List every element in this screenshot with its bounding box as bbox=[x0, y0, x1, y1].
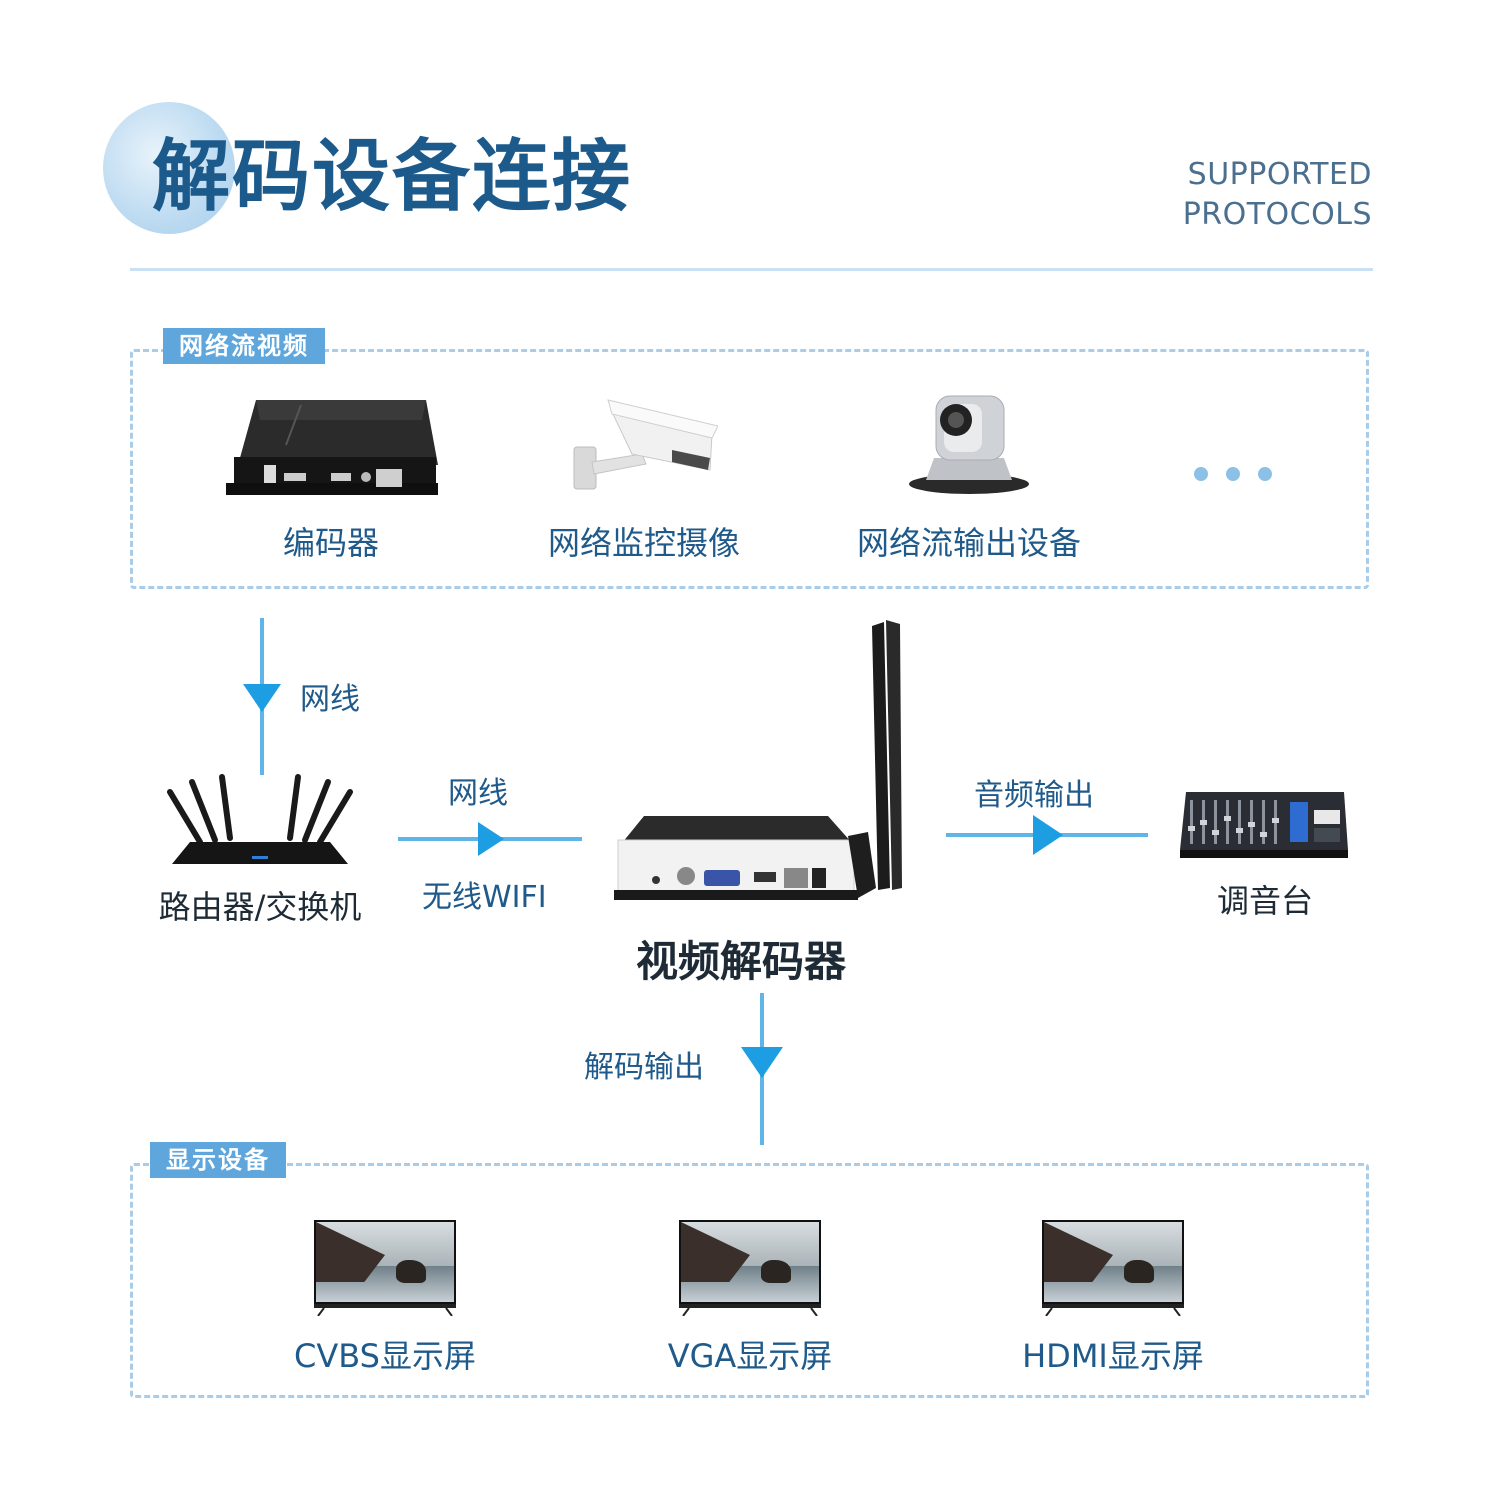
display-devices-box bbox=[130, 1163, 1369, 1398]
subtitle-line-1: SUPPORTED bbox=[1187, 157, 1372, 192]
link-cable-label-down: 网线 bbox=[300, 682, 360, 717]
hdmi-display-icon bbox=[1042, 1220, 1184, 1316]
network-camera-label: 网络监控摄像 bbox=[547, 524, 740, 562]
ptz-camera-icon bbox=[909, 395, 1029, 494]
stream-output-device-label: 网络流输出设备 bbox=[856, 524, 1081, 562]
router-label: 路由器/交换机 bbox=[158, 888, 362, 926]
page-subtitle: SUPPORTED PROTOCOLS bbox=[1130, 155, 1372, 235]
tv-screen bbox=[1042, 1220, 1184, 1304]
more-dot-2 bbox=[1226, 467, 1240, 481]
decode-output-label: 解码输出 bbox=[584, 1050, 704, 1085]
display-devices-tag: 显示设备 bbox=[150, 1142, 286, 1178]
vga-display-label: VGA显示屏 bbox=[667, 1337, 833, 1375]
encoder-icon bbox=[226, 400, 438, 495]
title-decoration-circle bbox=[103, 102, 235, 234]
subtitle-line-2: PROTOCOLS bbox=[1182, 197, 1372, 232]
link-cable-label: 网线 bbox=[448, 776, 508, 811]
page-title: 解码设备连接 bbox=[152, 132, 633, 222]
audio-mixer-icon bbox=[1180, 792, 1348, 858]
more-dot-1 bbox=[1194, 467, 1208, 481]
audio-output-label: 音频输出 bbox=[974, 778, 1094, 813]
source-devices-tag: 网络流视频 bbox=[163, 328, 325, 364]
vga-display-icon bbox=[679, 1220, 821, 1316]
header-divider bbox=[130, 268, 1373, 271]
audio-mixer-label: 调音台 bbox=[1216, 882, 1313, 920]
cvbs-display-icon bbox=[314, 1220, 456, 1316]
source-devices-box bbox=[130, 349, 1369, 589]
tv-screen bbox=[679, 1220, 821, 1304]
hdmi-display-label: HDMI显示屏 bbox=[1022, 1337, 1204, 1375]
encoder-label: 编码器 bbox=[282, 524, 379, 562]
more-dot-3 bbox=[1258, 467, 1272, 481]
link-wifi-label: 无线WIFI bbox=[422, 880, 547, 915]
cvbs-display-label: CVBS显示屏 bbox=[294, 1337, 476, 1375]
video-decoder-label: 视频解码器 bbox=[636, 937, 847, 986]
router-icon bbox=[167, 774, 353, 864]
network-camera-icon bbox=[573, 399, 718, 490]
tv-screen bbox=[314, 1220, 456, 1304]
video-decoder-icon bbox=[614, 620, 902, 900]
